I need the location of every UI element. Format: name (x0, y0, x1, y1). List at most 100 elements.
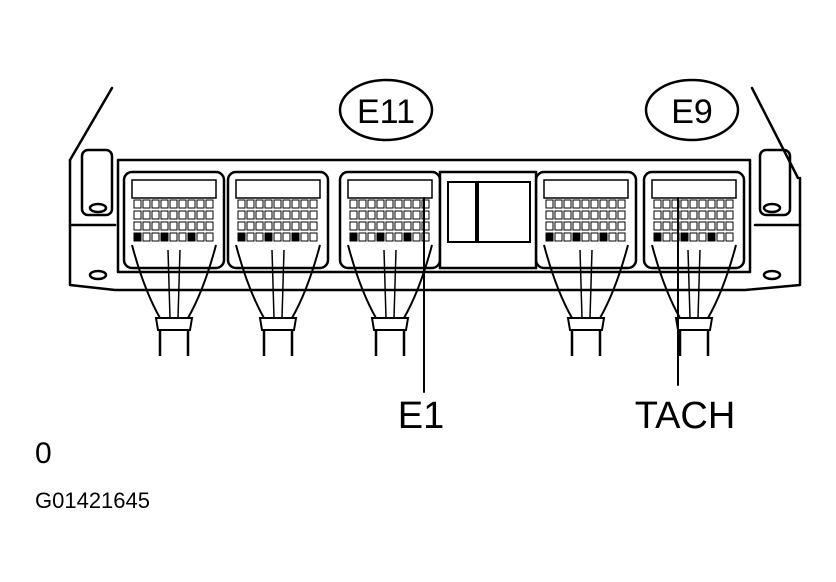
pin-label-tach: TACH (635, 395, 736, 437)
connector-pin (282, 232, 291, 242)
connector-pin (133, 221, 142, 231)
connector-latch (235, 179, 321, 199)
connector-pin (653, 221, 662, 231)
connector-pin (358, 232, 367, 242)
connector-pin (264, 232, 273, 242)
connector-pin (178, 221, 187, 231)
connector-pin (358, 210, 367, 220)
connector-pin (608, 221, 617, 231)
connector-pin (237, 199, 246, 209)
connector-pin (608, 199, 617, 209)
connector-pin (142, 210, 151, 220)
connector-latch (543, 179, 629, 199)
connector-pin (273, 221, 282, 231)
connector-label-e11: E11 (357, 93, 415, 131)
connector-pin (545, 199, 554, 209)
connector-pin (680, 199, 689, 209)
connector-pin (725, 232, 734, 242)
connector-pin (273, 210, 282, 220)
connector-pin (367, 232, 376, 242)
connector-pin (205, 232, 214, 242)
connector-body (122, 170, 226, 270)
connector-pin (421, 221, 430, 231)
connector-pin (160, 232, 169, 242)
connector-pin (300, 199, 309, 209)
harness-wire-center (271, 249, 285, 319)
connector-pin (169, 199, 178, 209)
connector-pin (421, 210, 430, 220)
connector-pin (698, 199, 707, 209)
connector-pin (282, 199, 291, 209)
connector-pin (367, 199, 376, 209)
connector-pin (309, 232, 318, 242)
connector-pin (689, 221, 698, 231)
connector-pin (653, 210, 662, 220)
connector-pin (662, 199, 671, 209)
connector-pin (169, 210, 178, 220)
connector-pin (385, 232, 394, 242)
connector-pin (563, 232, 572, 242)
connector-pin (662, 232, 671, 242)
harness-wire-right (403, 244, 433, 319)
connector-pin (358, 199, 367, 209)
connector-pin (421, 232, 430, 242)
connector-pin (590, 232, 599, 242)
connector-pin (617, 199, 626, 209)
connector-pin (394, 232, 403, 242)
connector-pin (349, 199, 358, 209)
connector-pin (309, 199, 318, 209)
connector-pin (403, 221, 412, 231)
connector-pin (581, 210, 590, 220)
connector-pin (412, 210, 421, 220)
connector-callout-e11: E11 (338, 78, 434, 142)
harness-wire-center (167, 249, 181, 319)
connector-label-e9: E9 (671, 93, 713, 131)
connector-pin (599, 199, 608, 209)
connector-body (226, 170, 330, 270)
connector-pin (403, 232, 412, 242)
connector-pin (680, 221, 689, 231)
connector-latch (651, 179, 737, 199)
connector-pin (273, 232, 282, 242)
connector-pin (264, 199, 273, 209)
connector-pin (196, 199, 205, 209)
connector-pin (160, 199, 169, 209)
connector-pin (599, 210, 608, 220)
connector-pin (169, 221, 178, 231)
connector-pin (707, 199, 716, 209)
connector-pin (160, 210, 169, 220)
connector-pin (264, 221, 273, 231)
connector-pin (349, 232, 358, 242)
connector-pin (291, 199, 300, 209)
connector-pin (376, 210, 385, 220)
footer-marker: 0 (35, 437, 52, 470)
connector-pin (255, 221, 264, 231)
connector-pin (716, 232, 725, 242)
connector-pin (572, 232, 581, 242)
connector-pin (716, 199, 725, 209)
harness-cable (678, 330, 710, 356)
connector-latch (131, 179, 217, 199)
connector-body (642, 170, 746, 270)
connector-pin (246, 210, 255, 220)
connector-pin (689, 232, 698, 242)
ecu-housing (68, 86, 802, 292)
connector-pin (590, 210, 599, 220)
connector-pin (358, 221, 367, 231)
connector-pin (178, 210, 187, 220)
connector-pin (385, 210, 394, 220)
harness-wire-right (187, 244, 217, 319)
connector-pin (291, 210, 300, 220)
connector-pin (385, 221, 394, 231)
harness-clamp (566, 317, 606, 331)
pin-label-e1: E1 (398, 395, 444, 437)
connector-pin (590, 199, 599, 209)
connector-pin (554, 232, 563, 242)
connector-pin (264, 210, 273, 220)
connector-pin (572, 221, 581, 231)
center-port-slot-left (447, 181, 477, 243)
connector-pin (725, 210, 734, 220)
connector-pin (599, 232, 608, 242)
connector-pin (716, 210, 725, 220)
